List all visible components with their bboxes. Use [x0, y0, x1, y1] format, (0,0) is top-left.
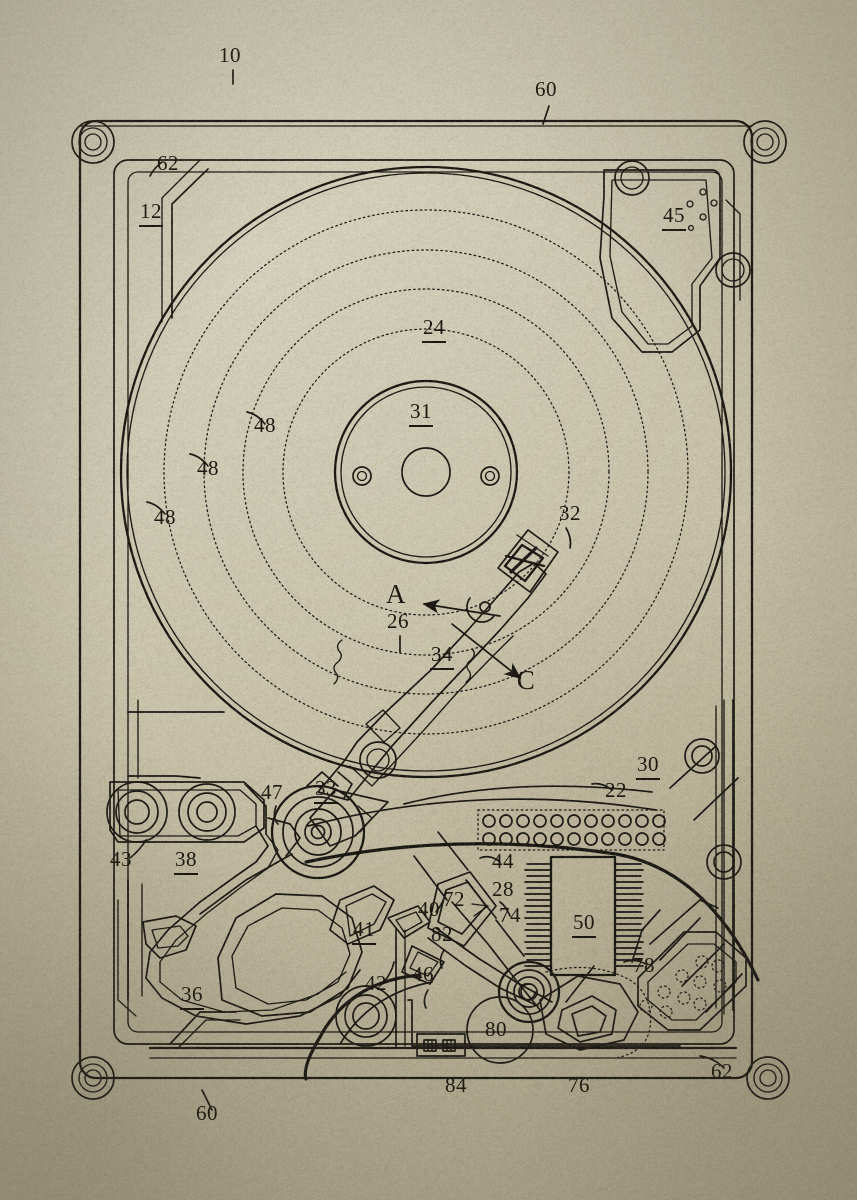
reference-numeral-10: 10 — [219, 43, 241, 67]
reference-numeral-28: 28 — [492, 877, 514, 901]
reference-numeral-34: 34 — [431, 642, 453, 666]
reference-numeral-74: 74 — [499, 903, 521, 927]
reference-numeral-A: A — [386, 579, 406, 609]
reference-numeral-41: 41 — [353, 917, 375, 941]
reference-numeral-42: 42 — [365, 971, 387, 995]
reference-numeral-84: 84 — [445, 1073, 467, 1097]
reference-numeral-76: 76 — [568, 1073, 590, 1097]
reference-numeral-82: 82 — [431, 922, 453, 946]
reference-numeral-30: 30 — [637, 752, 659, 776]
reference-numeral-32: 32 — [559, 501, 581, 525]
reference-numeral-72: 72 — [443, 887, 465, 911]
reference-numeral-38: 38 — [175, 847, 197, 871]
reference-numeral-C: C — [517, 665, 536, 695]
reference-numeral-48: 48 — [197, 456, 219, 480]
reference-numeral-46: 46 — [412, 962, 434, 986]
reference-numeral-33: 33 — [315, 776, 337, 800]
reference-numeral-12: 12 — [140, 199, 162, 223]
reference-numeral-48: 48 — [154, 505, 176, 529]
reference-numeral-60: 60 — [196, 1101, 218, 1125]
reference-numeral-31: 31 — [410, 399, 432, 423]
reference-numeral-50: 50 — [573, 910, 595, 934]
reference-numeral-62: 62 — [157, 151, 179, 175]
reference-numeral-47: 47 — [261, 780, 283, 804]
reference-numeral-43: 43 — [110, 847, 132, 871]
reference-numeral-40: 40 — [418, 897, 440, 921]
reference-numeral-78: 78 — [633, 953, 655, 977]
reference-numeral-36: 36 — [181, 982, 203, 1006]
reference-numeral-26: 26 — [387, 609, 409, 633]
reference-numeral-62: 62 — [711, 1059, 733, 1083]
reference-numeral-45: 45 — [663, 203, 685, 227]
reference-numeral-22: 22 — [605, 778, 627, 802]
reference-numeral-80: 80 — [485, 1017, 507, 1041]
reference-numeral-24: 24 — [423, 315, 445, 339]
reference-numeral-44: 44 — [492, 849, 514, 873]
reference-numeral-48: 48 — [254, 413, 276, 437]
reference-numeral-60: 60 — [535, 77, 557, 101]
